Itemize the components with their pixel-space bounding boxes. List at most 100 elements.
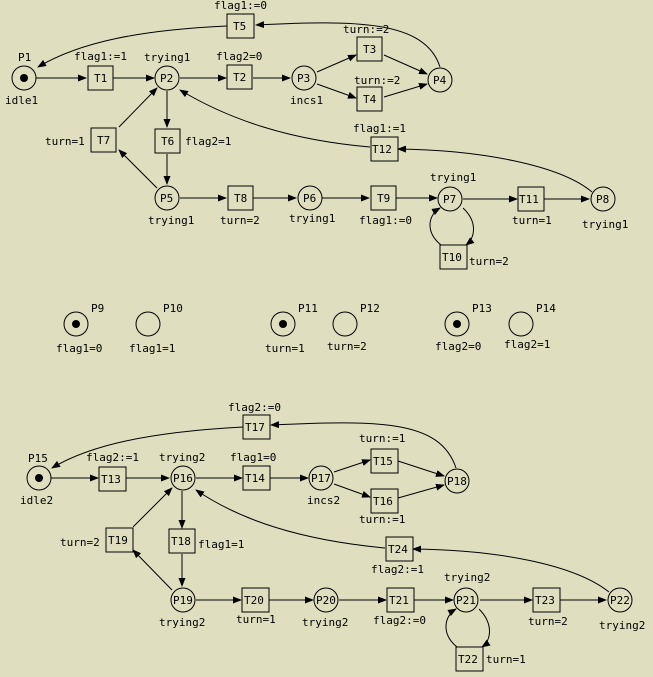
transition-t3-label: T3 <box>363 43 376 56</box>
transition-t11-label: T11 <box>519 193 539 206</box>
net-1-arcs <box>36 21 593 246</box>
transition-t4: T4 turn:=2 <box>354 74 400 112</box>
place-p13-state: flag2=0 <box>435 340 481 353</box>
place-p19-label: P19 <box>173 594 193 607</box>
place-p12: P12 turn=2 <box>327 302 380 353</box>
place-p8-label: P8 <box>596 193 609 206</box>
transition-t7-label: T7 <box>97 134 110 147</box>
place-p15-state: idle2 <box>20 494 53 507</box>
arc-p21-t22 <box>478 608 491 648</box>
transition-t11-guard: turn=1 <box>512 214 552 227</box>
net-2-arcs <box>51 421 610 648</box>
transition-t24-label: T24 <box>388 543 408 556</box>
place-p17-label: P17 <box>311 472 331 485</box>
arc-t19-p16 <box>132 487 173 528</box>
arc-p7-t10 <box>462 207 475 246</box>
place-p21-state: trying2 <box>444 571 490 584</box>
place-p4: P4 <box>427 67 453 93</box>
arc-p22-t24 <box>412 545 610 593</box>
place-p9: P9 flag1=0 <box>56 302 104 355</box>
place-p5-label: P5 <box>160 192 173 205</box>
transition-t14: T14 flag1=0 <box>230 451 276 491</box>
arc-p5-t7 <box>118 149 158 189</box>
transition-t9-action: flag1:=0 <box>359 214 412 227</box>
transition-t13: T13 flag2:=1 <box>86 451 139 492</box>
transition-t9-label: T9 <box>377 192 390 205</box>
arc-t5-p1 <box>37 25 228 68</box>
place-p15: P15 idle2 <box>20 452 53 507</box>
place-p5-state: trying1 <box>148 214 194 227</box>
place-p2-state: trying1 <box>144 51 190 64</box>
place-p7-label: P7 <box>443 193 456 206</box>
arc-p3-t3 <box>316 54 357 73</box>
place-p11-state: turn=1 <box>265 342 305 355</box>
transition-t16-label: T16 <box>373 495 393 508</box>
transition-t4-label: T4 <box>363 93 377 106</box>
transition-t7: T7 turn=1 <box>45 127 117 153</box>
transition-t17: T17 flag2:=0 <box>228 401 281 440</box>
arc-t12-p2 <box>179 89 371 148</box>
place-p22-label: P22 <box>610 594 630 607</box>
transition-t21-label: T21 <box>389 594 409 607</box>
net-1: P1 idle1 P2 trying1 P3 incs1 P4 P5 tryin… <box>5 0 628 270</box>
arc-p19-t19 <box>132 549 173 591</box>
place-p19: P19 trying2 <box>159 587 205 629</box>
transition-t18: T18 flag1=1 <box>168 528 244 554</box>
place-p1-state: idle1 <box>5 94 38 107</box>
place-p20: P20 trying2 <box>302 587 348 629</box>
transition-t15-action: turn:=1 <box>359 432 405 445</box>
place-p13-label: P13 <box>472 302 492 315</box>
transition-t8-label: T8 <box>234 192 247 205</box>
transition-t19: T19 turn=2 <box>60 527 134 553</box>
place-p20-label: P20 <box>316 594 336 607</box>
place-p21: P21 trying2 <box>444 571 490 613</box>
transition-t2: T2 flag2=0 <box>216 50 262 90</box>
transition-t10: T10 turn=2 <box>439 244 509 270</box>
place-p9-label: P9 <box>91 302 104 315</box>
place-p2-label: P2 <box>160 72 173 85</box>
place-p8-state: trying1 <box>582 218 628 231</box>
arc-t16-p18 <box>397 483 445 499</box>
transition-t17-action: flag2:=0 <box>228 401 281 414</box>
transition-t8-guard: turn=2 <box>220 214 260 227</box>
arc-p17-t16 <box>333 483 371 498</box>
place-p11: P11 turn=1 <box>265 302 318 355</box>
place-p9-state: flag1=0 <box>56 342 102 355</box>
place-p7: P7 trying1 <box>430 171 476 212</box>
place-p1: P1 idle1 <box>5 51 38 107</box>
transition-t20-label: T20 <box>244 594 264 607</box>
token-p13 <box>453 320 461 328</box>
transition-t16: T16 turn:=1 <box>359 488 405 526</box>
arc-p17-t15 <box>333 459 371 473</box>
arc-t3-p4 <box>383 54 428 75</box>
place-p4-label: P4 <box>433 74 447 87</box>
place-p16-label: P16 <box>173 472 193 485</box>
place-p12-label: P12 <box>360 302 380 315</box>
place-p12-state: turn=2 <box>327 340 367 353</box>
transition-t19-label: T19 <box>108 534 128 547</box>
place-p10: P10 flag1=1 <box>129 302 183 355</box>
transition-t24-action: flag2:=1 <box>371 563 424 576</box>
transition-t19-guard: turn=2 <box>60 536 100 549</box>
place-p5: P5 trying1 <box>148 185 194 227</box>
transition-t2-label: T2 <box>233 71 246 84</box>
transition-t3: T3 turn:=2 <box>343 23 389 62</box>
place-p6: P6 trying1 <box>289 185 335 225</box>
shared-places: P9 flag1=0 P10 flag1=1 P11 turn=1 P12 tu… <box>56 302 556 355</box>
place-p11-label: P11 <box>298 302 318 315</box>
token-p9 <box>72 320 80 328</box>
place-p3: P3 incs1 <box>290 65 323 107</box>
transition-t5: T5 flag1:=0 <box>214 0 267 39</box>
place-p6-label: P6 <box>303 192 316 205</box>
transition-t11: T11 turn=1 <box>512 186 552 227</box>
transition-t15: T15 turn:=1 <box>359 432 405 474</box>
transition-t7-guard: turn=1 <box>45 135 85 148</box>
transition-t18-guard: flag1=1 <box>198 538 244 551</box>
transition-t2-guard: flag2=0 <box>216 50 262 63</box>
transition-t6: T6 flag2=1 <box>154 128 231 154</box>
transition-t20: T20 turn=1 <box>236 587 276 626</box>
transition-t5-label: T5 <box>233 20 246 33</box>
transition-t22-guard: turn=1 <box>486 653 526 666</box>
arc-t10-p7 <box>429 207 442 246</box>
place-p22: P22 trying2 <box>599 587 645 632</box>
